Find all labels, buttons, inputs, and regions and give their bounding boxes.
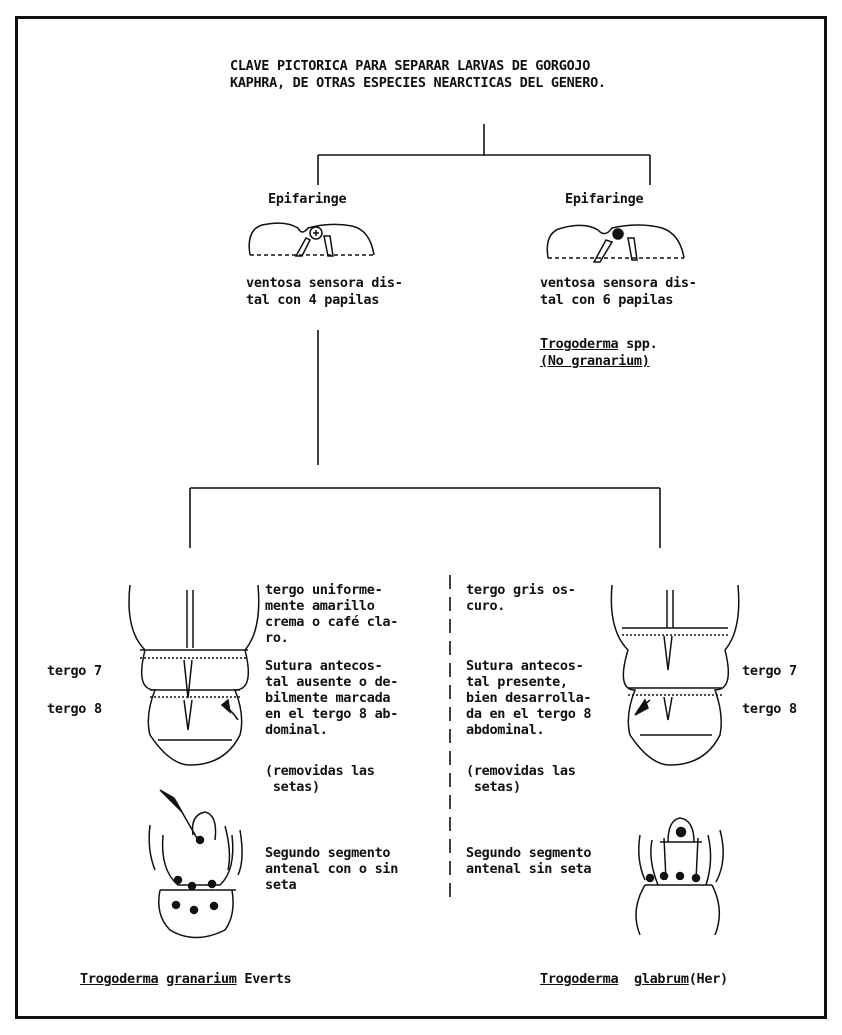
left-setae-note-line-2: setas) — [265, 780, 320, 795]
right-antenna-line-1: Segundo segmento — [466, 846, 591, 861]
left-papillae-desc-line-2: tal con 4 papilas — [246, 293, 379, 308]
left-suture-line-2: tal ausente o de- — [265, 675, 398, 690]
right-epipharynx-heading: Epifaringe — [565, 192, 643, 207]
left-label-tergo-8: tergo 8 — [47, 702, 102, 717]
right-suture-line-3: bien desarrolla- — [466, 691, 591, 706]
left-tergum-line-3: crema o café cla- — [265, 615, 398, 630]
right-result-exclusion: (No granarium) — [540, 354, 650, 369]
epipharynx-right-drawing — [547, 225, 684, 262]
right-setae-note-line-2: setas) — [466, 780, 521, 795]
left-papillae-desc-line-1: ventosa sensora dis- — [246, 276, 403, 291]
left-tergum-line-2: mente amarillo — [265, 599, 375, 614]
right-label-tergo-7: tergo 7 — [742, 664, 797, 679]
right-species-genus: Trogoderma — [540, 971, 618, 987]
left-suture-line-3: bilmente marcada — [265, 691, 390, 706]
left-species-name: Trogoderma granarium Everts — [80, 972, 291, 987]
right-suture-line-1: Sutura antecos- — [466, 659, 583, 674]
right-species-name: Trogoderma glabrum(Her) — [540, 972, 728, 987]
right-result-name: Trogoderma spp. — [540, 337, 657, 352]
right-result-spp: spp. — [618, 336, 657, 352]
right-species-author: (Her) — [689, 971, 728, 987]
right-suture-line-5: abdominal. — [466, 723, 544, 738]
left-antenna-line-3: seta — [265, 878, 296, 893]
left-antenna-line-1: Segundo segmento — [265, 846, 390, 861]
epipharynx-left-drawing — [249, 223, 374, 256]
right-result-no-close: ) — [642, 353, 650, 369]
left-species-genus: Trogoderma — [80, 971, 158, 987]
right-result-no-name: granarium — [571, 353, 641, 369]
right-result-genus: Trogoderma — [540, 336, 618, 352]
right-suture-line-2: tal presente, — [466, 675, 568, 690]
left-tergum-line-4: ro. — [265, 631, 288, 646]
left-tergum-line-1: tergo uniforme- — [265, 583, 382, 598]
left-label-tergo-7: tergo 7 — [47, 664, 102, 679]
right-setae-note-line-1: (removidas las — [466, 764, 576, 779]
right-papillae-desc-line-1: ventosa sensora dis- — [540, 276, 697, 291]
abdomen-left-drawing — [129, 585, 259, 938]
left-suture-line-1: Sutura antecos- — [265, 659, 382, 674]
right-tergum-line-1: tergo gris os- — [466, 583, 576, 598]
left-species-author: Everts — [237, 971, 292, 987]
right-tergum-line-2: curo. — [466, 599, 505, 614]
left-suture-line-5: dominal. — [265, 723, 328, 738]
left-setae-note-line-1: (removidas las — [265, 764, 375, 779]
left-suture-line-4: en el tergo 8 ab- — [265, 707, 398, 722]
right-papillae-desc-line-2: tal con 6 papilas — [540, 293, 673, 308]
left-epipharynx-heading: Epifaringe — [268, 192, 346, 207]
abdomen-right-drawing — [611, 585, 738, 935]
right-antenna-line-2: antenal sin seta — [466, 862, 591, 877]
right-label-tergo-8: tergo 8 — [742, 702, 797, 717]
right-result-no-open: (No — [540, 353, 571, 369]
right-suture-line-4: da en el tergo 8 — [466, 707, 591, 722]
left-antenna-line-2: antenal con o sin — [265, 862, 398, 877]
left-species-epithet: granarium — [166, 971, 236, 987]
right-species-epithet: glabrum — [634, 971, 689, 987]
